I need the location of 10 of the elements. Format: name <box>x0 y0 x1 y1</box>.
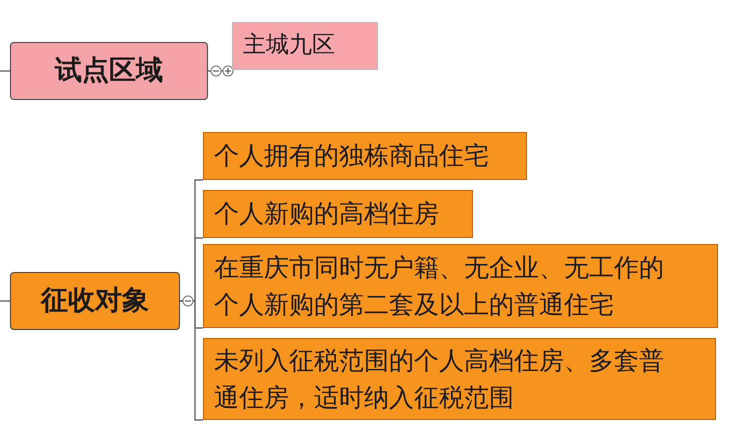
connector-line <box>0 70 10 72</box>
subtopic-box: 未列入征税范围的个人高档住房、多套普通住房，适时纳入征税范围 <box>203 338 716 420</box>
topic-box: 试点区域 <box>10 42 208 100</box>
topic-box: 征收对象 <box>10 272 180 330</box>
connector-line <box>0 300 10 302</box>
subtopic-box: 主城九区 <box>232 22 378 70</box>
subtopic-box: 个人新购的高档住房 <box>203 190 473 238</box>
connector-line <box>180 300 203 421</box>
subtopic-box: 在重庆市同时无户籍、无企业、无工作的个人新购的第二套及以上的普通住宅 <box>203 244 718 328</box>
subtopic-box: 个人拥有的独栋商品住宅 <box>203 132 527 180</box>
